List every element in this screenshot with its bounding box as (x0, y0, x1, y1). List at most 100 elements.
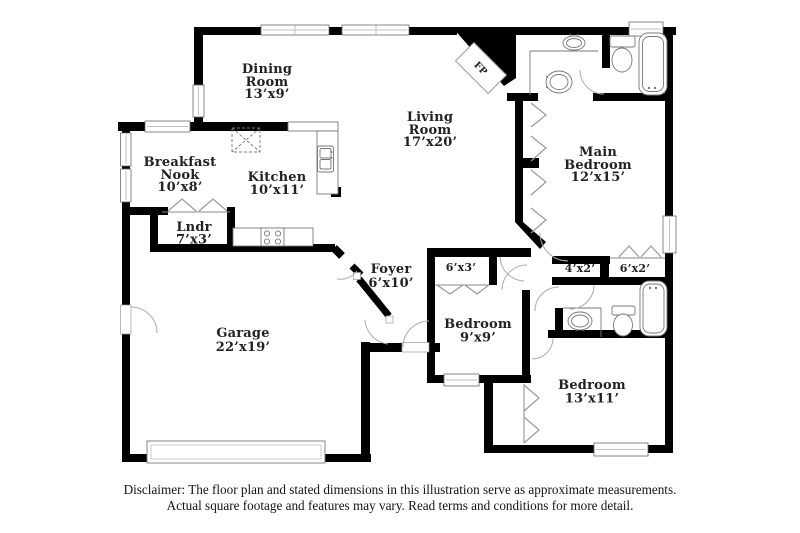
vanity-counter (529, 50, 598, 95)
label-bedroom-9x9: Bedroom (444, 317, 512, 332)
wall (515, 101, 523, 222)
label-living-room-dims: 17’x20’ (403, 135, 457, 150)
label-closet-6x2: 6’x2’ (620, 262, 651, 275)
label-bedroom-13x11: Bedroom (558, 378, 626, 393)
label-bedroom-13x11-dims: 13’x11’ (565, 392, 619, 407)
bifold-door-icon (530, 102, 547, 234)
wall (329, 27, 342, 35)
label-main-bedroom: Bedroom (564, 158, 632, 173)
label-closet-4x2: 4’x2’ (565, 262, 596, 275)
door-swing (539, 232, 569, 262)
wall (515, 222, 546, 249)
label-garage-dims: 22’x19’ (216, 340, 270, 355)
wall (427, 257, 435, 375)
wall-diagonal (331, 245, 345, 259)
wall (484, 445, 673, 453)
kitchen-counters (231, 121, 339, 247)
label-kitchen: Kitchen (248, 170, 307, 185)
kitchen-sink-icon (317, 145, 334, 173)
wall (548, 330, 673, 338)
window-mullion (263, 25, 327, 35)
label-living-room: Living (407, 110, 453, 125)
door-jamb (353, 272, 361, 280)
hall-bathroom-fixtures (563, 280, 668, 337)
back-door-opening (401, 342, 430, 353)
wall (507, 93, 538, 101)
bifold-door-icon (167, 198, 228, 212)
fireplace-icon: FP (454, 41, 508, 95)
wall (522, 290, 530, 377)
door-swing (336, 270, 358, 280)
label-living-room: Room (409, 123, 452, 138)
vanity-counter (563, 307, 602, 337)
label-dining-room: Dining (242, 62, 292, 77)
bathtub-icon (638, 32, 668, 96)
wall (600, 262, 609, 279)
label-main-bedroom-dims: 12’x15’ (571, 170, 625, 185)
wall (122, 207, 168, 215)
door-swing (534, 286, 560, 312)
wall (555, 308, 563, 338)
toilet-icon (611, 305, 636, 337)
door-swing (569, 284, 595, 310)
wall (484, 383, 493, 447)
window-mullion (344, 25, 407, 35)
bifold-door-icon (436, 284, 490, 295)
label-breakfast-nook: Nook (160, 168, 200, 183)
label-main-bedroom: Main (579, 145, 617, 160)
wall (227, 207, 235, 250)
wall (516, 27, 630, 35)
label-foyer-dims: 6’x10’ (368, 276, 413, 291)
door-swing (501, 264, 528, 291)
wall (593, 93, 673, 101)
disclaimer-line-1: Disclaimer: The floor plan and stated di… (123, 482, 677, 497)
wall (665, 252, 673, 453)
wall (150, 215, 158, 248)
label-breakfast-nook: Breakfast (144, 155, 217, 170)
refrigerator-icon (231, 127, 261, 153)
label-bedroom-9x9-dims: 9’x9’ (460, 331, 496, 346)
wall (509, 35, 516, 78)
wall (427, 248, 531, 257)
wall (194, 27, 262, 35)
wall (409, 27, 457, 35)
main-bathroom-fixtures (529, 32, 668, 96)
disclaimer-line-2: Actual square footage and features may v… (166, 498, 634, 514)
wall (489, 257, 497, 285)
door-swing (499, 256, 525, 282)
label-kitchen-dims: 10’x11’ (250, 183, 304, 198)
label-dining-room: Room (246, 75, 289, 90)
label-laundry: Lndr (176, 220, 211, 235)
wall (194, 27, 203, 131)
door-swing (402, 320, 430, 348)
label-laundry-dims: 7’x3’ (176, 233, 212, 248)
door-swing (130, 306, 158, 334)
wall (194, 122, 290, 131)
wall (363, 343, 403, 352)
side-door-opening (120, 304, 132, 335)
label-closet-6x3: 6’x3’ (446, 261, 477, 274)
front-door-leaf (356, 276, 392, 319)
sink-icon (567, 311, 593, 331)
wall (665, 27, 673, 217)
wall (361, 342, 370, 462)
sink-icon (545, 70, 573, 94)
wall (428, 343, 440, 352)
toilet-icon (609, 35, 636, 73)
disclaimer: Disclaimer: The floor plan and stated di… (0, 482, 800, 514)
windows (120, 21, 677, 457)
wall (552, 277, 673, 285)
wall (523, 158, 539, 168)
wall (150, 244, 335, 252)
sink-icon (562, 33, 586, 51)
label-garage: Garage (216, 326, 269, 341)
label-breakfast-nook-dims: 10’x8’ (157, 180, 202, 195)
counter (287, 121, 339, 132)
bifold-door-icon (523, 384, 540, 444)
door-swings (130, 69, 605, 360)
label-foyer: Foyer (371, 262, 412, 277)
garage-door (146, 440, 326, 464)
room-labels: Dining Room 13’x9’ Living Room 17’x20’ M… (144, 62, 651, 407)
stove-icon (260, 227, 285, 247)
